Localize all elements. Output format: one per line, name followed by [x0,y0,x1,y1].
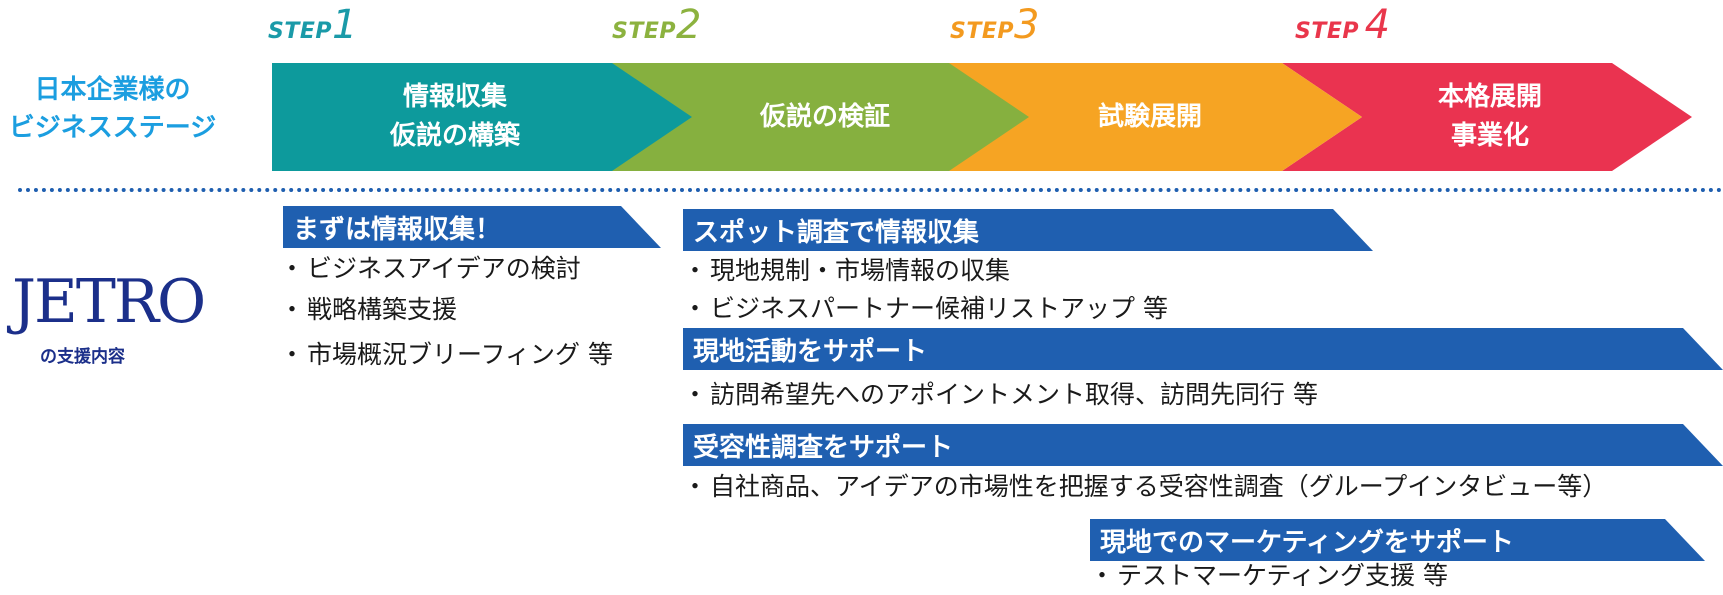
list-item: ・自社商品、アイデアの市場性を把握する受容性調査（グループインタビュー等） [680,468,1607,506]
list-item: ・市場概況ブリーフィング 等 [277,336,613,374]
bullet-dot: ・ [279,254,305,283]
business-stage-heading: 日本企業様の ビジネスステージ [0,72,225,147]
banner-title: スポット調査で情報収集 [693,217,980,248]
list-item-text: テストマーケティング支援 等 [1117,561,1448,590]
support-list-info-gathering: ・ビジネスアイデアの検討 ・戦略構築支援 ・市場概況ブリーフィング 等 [277,250,613,374]
bullet-dot: ・ [279,295,305,324]
list-item: ・テストマーケティング支援 等 [1087,557,1448,595]
banner-shape [683,328,1723,370]
support-list-acceptance-survey: ・自社商品、アイデアの市場性を把握する受容性調査（グループインタビュー等） [680,468,1607,506]
banner-title: 受容性調査をサポート [693,432,954,463]
list-item: ・訪問希望先へのアポイントメント取得、訪問先同行 等 [680,376,1318,414]
banner-shape [283,206,661,248]
support-banner-local-activity: 現地活動をサポート [683,328,1723,370]
list-item-text: ビジネスアイデアの検討 [307,254,581,283]
stage-chevron-4 [1282,63,1692,171]
stage-3-line1: 試験展開 [1097,101,1202,132]
business-stage-heading-line1: 日本企業様の [34,75,191,105]
stage-2-line1: 仮説の検証 [759,101,890,132]
banner-shape [683,424,1723,466]
jetro-logo: JETRO の支援内容 [12,267,206,367]
stage-chevron-3 [949,63,1362,171]
stage-4-line2: 事業化 [1450,121,1529,151]
list-item-text: 現地規制・市場情報の収集 [710,256,1011,285]
step-label-4: STEP 4 [1295,2,1390,48]
step-word: STEP [612,19,677,44]
bullet-dot: ・ [682,380,708,409]
list-item-text: 戦略構築支援 [307,295,458,324]
stage-chevron-2 [612,63,1029,171]
stage-1-line1: 情報収集 [402,82,507,112]
banner-shape [683,209,1373,251]
bullet-dot: ・ [1089,561,1115,590]
bullet-dot: ・ [682,472,708,501]
support-banner-acceptance-survey: 受容性調査をサポート [683,424,1723,466]
stage-2-label: 仮説の検証 [660,63,990,171]
stage-4-label: 本格展開事業化 [1330,63,1650,171]
bullet-dot: ・ [682,256,708,285]
stage-4-line1: 本格展開 [1437,82,1542,112]
support-list-marketing: ・テストマーケティング支援 等 [1087,557,1448,595]
list-item-text: 訪問希望先へのアポイントメント取得、訪問先同行 等 [710,380,1318,409]
support-caption: の支援内容 [40,347,125,367]
banner-title: 現地活動をサポート [693,336,928,367]
list-item: ・ビジネスアイデアの検討 [277,250,613,288]
stage-chevron-bar [272,63,1692,171]
bullet-dot: ・ [682,294,708,323]
list-item-text: 市場概況ブリーフィング 等 [307,340,613,369]
step-number: 3 [1014,2,1040,48]
jetro-logo-text: JETRO [12,267,206,337]
bullet-dot: ・ [279,340,305,369]
list-item: ・現地規制・市場情報の収集 [680,252,1168,290]
support-banner-spot-survey: スポット調査で情報収集 [683,209,1373,251]
list-item: ・戦略構築支援 [277,291,613,329]
banner-shape [1090,519,1705,561]
stage-chevron-1 [272,63,692,171]
dotted-divider [18,188,1723,192]
step-word: STEP [268,19,333,44]
stage-3-label: 試験展開 [1000,63,1300,171]
step-label-3: STEP3 [950,2,1039,48]
list-item-text: 自社商品、アイデアの市場性を把握する受容性調査（グループインタビュー等） [710,472,1608,501]
step-number: 4 [1364,2,1391,48]
list-item: ・ビジネスパートナー候補リストアップ 等 [680,290,1168,328]
step-word: STEP [950,19,1015,44]
support-list-spot-survey: ・現地規制・市場情報の収集 ・ビジネスパートナー候補リストアップ 等 [680,252,1168,328]
step-label-1: STEP1 [268,2,357,48]
support-banner-info-gathering: まずは情報収集！ [283,206,661,248]
support-list-local-activity: ・訪問希望先へのアポイントメント取得、訪問先同行 等 [680,376,1318,414]
banner-title: まずは情報収集！ [293,214,502,245]
business-stage-heading-line2: ビジネスステージ [8,112,217,143]
stage-1-line2: 仮説の構築 [389,121,520,151]
step-word: STEP [1295,19,1360,44]
step-number: 1 [332,2,358,48]
banner-title: 現地でのマーケティングをサポート [1100,527,1514,558]
stage-1-label: 情報収集仮説の構築 [290,63,620,171]
step-label-2: STEP2 [612,2,701,48]
list-item-text: ビジネスパートナー候補リストアップ 等 [710,294,1168,323]
step-number: 2 [676,2,702,48]
support-banner-marketing: 現地でのマーケティングをサポート [1090,519,1705,561]
